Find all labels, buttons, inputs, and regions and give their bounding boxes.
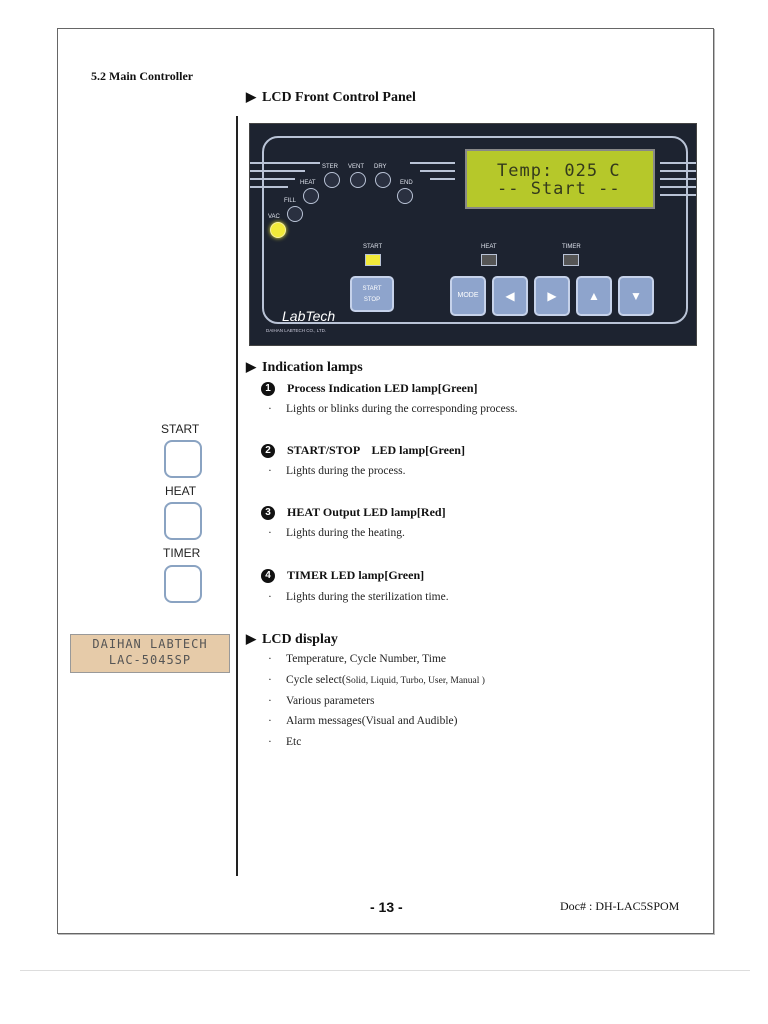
lamp-item-4-desc: ·Lights during the sterilization time. <box>268 591 449 603</box>
control-panel-image: Temp: 025 C -- Start -- VAC FILL HEAT ST… <box>249 123 697 346</box>
left-arrow-button[interactable]: ◀ <box>492 276 528 316</box>
brand-subtitle: DAIHAN LABTECH CO., LTD. <box>266 328 327 333</box>
triangle-icon: ▶ <box>246 359 256 374</box>
down-arrow-icon: ▼ <box>630 289 642 303</box>
mode-button[interactable]: MODE <box>450 276 486 316</box>
led-vac <box>270 222 286 238</box>
led-end <box>397 188 413 204</box>
lcd-item-5: ·Etc <box>268 736 302 748</box>
lcd-small-line-1: DAIHAN LABTECH <box>92 637 208 651</box>
lamp-item-3-desc: ·Lights during the heating. <box>268 527 405 539</box>
page-number: - 13 - <box>370 899 403 915</box>
lcd-item-3: ·Various parameters <box>268 695 375 707</box>
lcd-front-panel-heading: ▶LCD Front Control Panel <box>246 89 416 105</box>
divider-line <box>236 116 238 876</box>
right-arrow-button[interactable]: ▶ <box>534 276 570 316</box>
label-timer: TIMER <box>562 244 581 250</box>
label-dry: DRY <box>374 164 387 170</box>
led-ster <box>324 172 340 188</box>
timer-lamp <box>164 565 202 603</box>
triangle-icon: ▶ <box>246 631 256 646</box>
label-fill: FILL <box>284 198 297 204</box>
down-arrow-button[interactable]: ▼ <box>618 276 654 316</box>
heat-lamp <box>164 502 202 540</box>
left-arrow-icon: ◀ <box>505 289 515 303</box>
lcd-small-line-2: LAC-5045SP <box>108 653 192 667</box>
lcd-item-1: ·Temperature, Cycle Number, Time <box>268 653 447 665</box>
up-arrow-button[interactable]: ▲ <box>576 276 612 316</box>
section-title: 5.2 Main Controller <box>91 69 194 83</box>
lcd-line-1: Temp: 025 C <box>497 161 621 181</box>
led-vent <box>350 172 366 188</box>
lcd-item-4: ·Alarm messages(Visual and Audible) <box>268 715 458 727</box>
lamp-label-start: START <box>161 422 200 436</box>
panel-frame <box>262 136 688 324</box>
led-start <box>365 254 381 266</box>
led-heat <box>303 188 319 204</box>
brand-logo: LabTech <box>282 308 336 324</box>
label-end: END <box>400 180 413 186</box>
label-vac: VAC <box>268 214 280 220</box>
document-number: Doc# : DH-LAC5SPOM <box>560 899 680 913</box>
start-lamp <box>164 440 202 478</box>
label-start: START <box>363 244 383 250</box>
lcd-screen: Temp: 025 C -- Start -- <box>465 149 655 209</box>
indication-lamps-heading: ▶Indication lamps <box>246 359 363 375</box>
label-heat-out: HEAT <box>481 244 497 250</box>
led-fill <box>287 206 303 222</box>
right-arrow-icon: ▶ <box>547 289 557 303</box>
triangle-icon: ▶ <box>246 89 256 104</box>
lamp-item-1-desc: ·Lights or blinks during the correspondi… <box>268 403 518 415</box>
lcd-display-heading: ▶LCD display <box>246 631 338 647</box>
lcd-small-display: DAIHAN LABTECH LAC-5045SP <box>70 634 230 673</box>
lamp-label-heat: HEAT <box>165 484 197 498</box>
lcd-line-2: -- Start -- <box>497 179 621 199</box>
bottom-divider <box>20 970 750 971</box>
label-ster: STER <box>322 164 339 170</box>
lamp-label-timer: TIMER <box>163 546 201 560</box>
label-heat: HEAT <box>300 180 316 186</box>
led-timer <box>563 254 579 266</box>
start-stop-button[interactable]: START STOP <box>350 276 394 312</box>
led-heat-output <box>481 254 497 266</box>
up-arrow-icon: ▲ <box>588 289 600 303</box>
led-dry <box>375 172 391 188</box>
lamp-item-2-desc: ·Lights during the process. <box>268 465 406 477</box>
cycle-options: Solid, Liquid, Turbo, User, Manual ) <box>345 676 485 686</box>
lcd-item-2: ·Cycle select(Solid, Liquid, Turbo, User… <box>268 674 485 686</box>
label-vent: VENT <box>348 164 365 170</box>
manual-page: 5.2 Main Controller ▶LCD Front Control P… <box>57 28 714 934</box>
